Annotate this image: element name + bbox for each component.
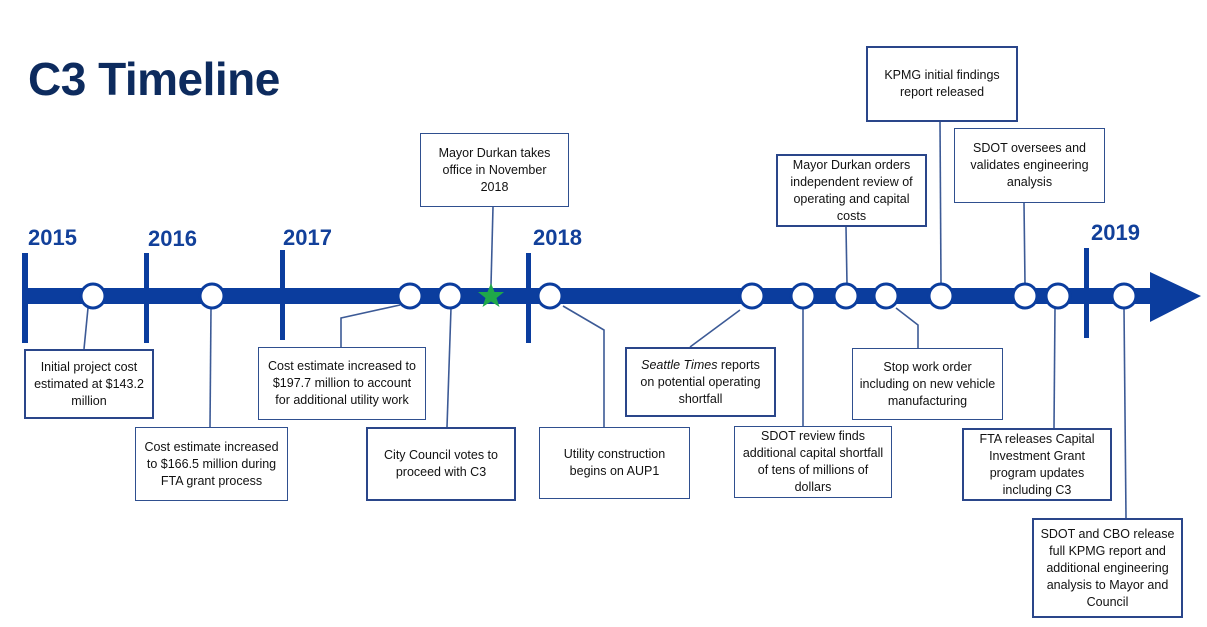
star-marker-icon (478, 283, 504, 307)
connector-line (209, 307, 212, 428)
event-text: SDOT and CBO release full KPMG report an… (1040, 526, 1175, 609)
year-tick-2017 (280, 250, 285, 340)
event-box-cost-197: Cost estimate increased to $197.7 millio… (258, 347, 426, 420)
year-tick-2019 (1084, 248, 1089, 338)
event-box-stop-work: Stop work order including on new vehicle… (852, 348, 1003, 420)
event-text: Initial project cost estimated at $143.2… (34, 359, 144, 408)
event-marker (738, 282, 766, 310)
event-text: Cost estimate increased to $166.5 millio… (144, 439, 279, 488)
connector-line (689, 309, 741, 348)
event-marker (872, 282, 900, 310)
year-tick-2018 (526, 253, 531, 343)
event-text: Seattle Times reports on potential opera… (633, 357, 768, 408)
connector-line (340, 304, 401, 347)
connector-line (939, 120, 942, 285)
event-marker (927, 282, 955, 310)
event-box-utility-construction: Utility construction begins on AUP1 (539, 427, 690, 499)
event-markers (79, 282, 1138, 310)
year-label-2018: 2018 (533, 225, 582, 250)
event-marker (198, 282, 226, 310)
connector-lines (83, 120, 1127, 519)
connector-line (1123, 307, 1127, 519)
event-marker (436, 282, 464, 310)
event-box-sdot-oversees: SDOT oversees and validates engineering … (954, 128, 1105, 203)
connector-line (562, 305, 605, 427)
event-text-rest: reports on potential operating shortfall (640, 357, 761, 406)
connector-line (83, 307, 89, 350)
page-title: C3 Timeline (28, 53, 280, 105)
event-marker (789, 282, 817, 310)
event-text: Mayor Durkan orders independent review o… (790, 157, 913, 223)
event-text: Cost estimate increased to $197.7 millio… (268, 359, 416, 407)
event-box-initial-cost: Initial project cost estimated at $143.2… (24, 349, 154, 419)
event-box-full-report: SDOT and CBO release full KPMG report an… (1032, 518, 1183, 618)
event-marker (79, 282, 107, 310)
event-text: Stop work order including on new vehicle… (859, 359, 996, 408)
timeline-bar (24, 288, 1154, 304)
event-text: Utility construction begins on AUP1 (563, 447, 666, 478)
event-marker (396, 282, 424, 310)
event-box-council-vote: City Council votes to proceed with C3 (366, 427, 516, 501)
publication-name: Seattle Times (641, 357, 718, 372)
event-box-mayor-review: Mayor Durkan orders independent review o… (776, 154, 927, 227)
connector-line (845, 226, 848, 285)
connector-line (446, 307, 452, 428)
event-marker (1044, 282, 1072, 310)
event-text: City Council votes to proceed with C3 (384, 448, 498, 479)
connector-line (895, 307, 919, 348)
year-label-2017: 2017 (283, 225, 332, 250)
year-tick-2016 (144, 253, 149, 343)
event-text: KPMG initial findings report released (884, 68, 1000, 99)
event-marker (1110, 282, 1138, 310)
connector-line (1023, 202, 1026, 285)
connector-line (490, 206, 494, 286)
timeline-arrowhead (1150, 272, 1201, 322)
event-marker (832, 282, 860, 310)
event-box-seattle-times: Seattle Times reports on potential opera… (625, 347, 776, 417)
event-text: FTA releases Capital Investment Grant pr… (979, 431, 1095, 497)
event-text: SDOT review finds additional capital sho… (742, 429, 884, 494)
year-label-2019: 2019 (1091, 220, 1140, 245)
event-box-mayor-office: Mayor Durkan takes office in November 20… (420, 133, 569, 207)
event-marker (1011, 282, 1039, 310)
event-text: SDOT oversees and validates engineering … (970, 141, 1089, 189)
year-ticks (22, 248, 1089, 343)
event-text: Mayor Durkan takes office in November 20… (438, 145, 551, 194)
event-box-kpmg-findings: KPMG initial findings report released (866, 46, 1018, 122)
year-label-2015: 2015 (28, 225, 77, 250)
event-box-fta-release: FTA releases Capital Investment Grant pr… (962, 428, 1112, 501)
year-tick-2015 (22, 253, 28, 343)
connector-line (1053, 307, 1056, 429)
event-marker (536, 282, 564, 310)
year-label-2016: 2016 (148, 226, 197, 251)
event-box-cost-166: Cost estimate increased to $166.5 millio… (135, 427, 288, 501)
event-box-sdot-review: SDOT review finds additional capital sho… (734, 426, 892, 498)
